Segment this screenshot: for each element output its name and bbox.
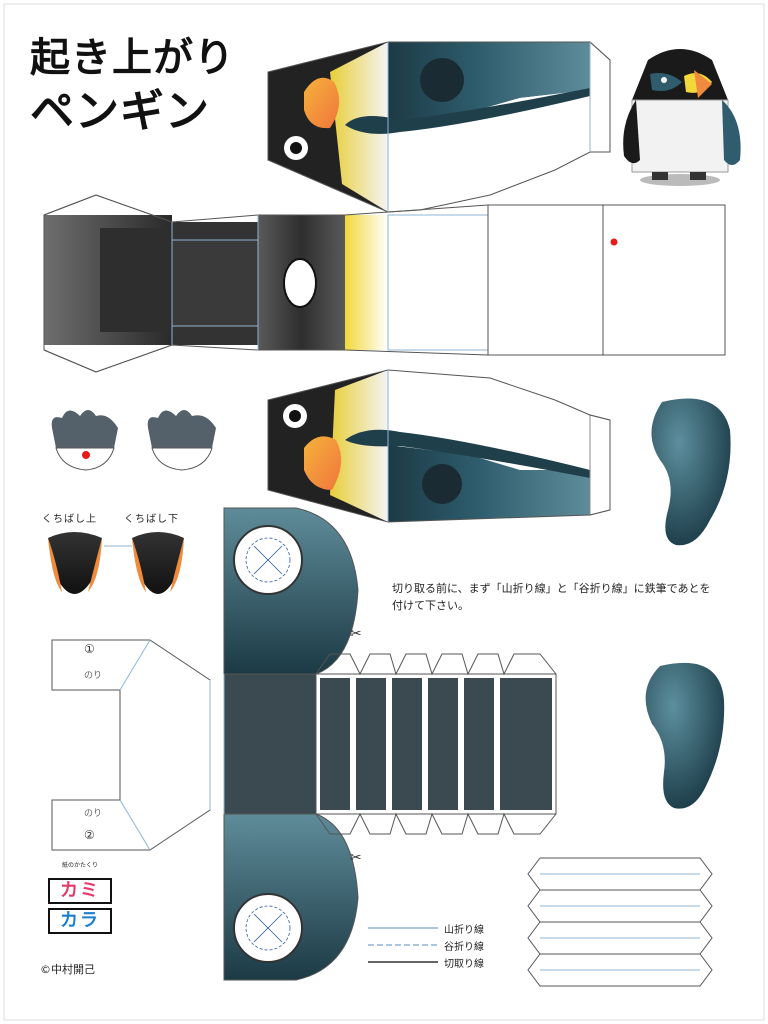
- red-dot-mark: [610, 238, 618, 246]
- title-line-2: ペンギン: [30, 86, 210, 137]
- eye-patch: [420, 58, 464, 102]
- title-line-1: 起き上がり: [30, 35, 235, 81]
- head-piece-top: [267, 40, 611, 213]
- foot-piece-left: [51, 410, 118, 471]
- legend-cut-line: 切取り線: [444, 959, 484, 970]
- glue-marker-top: のり: [84, 671, 103, 681]
- flipper-bottom: [645, 662, 725, 809]
- beak-lower-label: くちばし下: [124, 514, 179, 525]
- tab-number-1: ①: [84, 642, 95, 656]
- copyright-credit: ©中村開己: [40, 963, 95, 976]
- accordion-piece: [527, 857, 713, 987]
- base-piece: ✂ ✂: [51, 507, 557, 981]
- logo-caption: 紙のかたくり: [61, 862, 98, 869]
- penguin-preview: [623, 49, 741, 186]
- beak-upper-label: くちばし上: [42, 514, 97, 525]
- scissors-icon: ✂: [350, 850, 362, 866]
- kamikara-logo: 紙のかたくり カミ カラ: [42, 860, 118, 948]
- folding-segments: [320, 678, 552, 810]
- tab-number-2: ②: [84, 828, 95, 842]
- beak-lower-piece: [132, 532, 184, 594]
- instructions-text: 切り取る前に、まず「山折り線」と「谷折り線」に鉄筆であとを付けて下さい。: [392, 582, 711, 612]
- glue-marker-bottom: のり: [84, 809, 103, 819]
- head-piece-bottom: [267, 362, 611, 523]
- scissors-icon: ✂: [350, 626, 362, 642]
- white-eye-oval: [283, 258, 317, 308]
- page-border: [3, 3, 765, 1021]
- foot-piece-right: [147, 410, 216, 471]
- flipper-top: [651, 398, 731, 546]
- eye-patch: [422, 464, 462, 504]
- logo-top-text: カミ: [48, 878, 112, 904]
- legend-valley-fold: 谷折り線: [444, 942, 484, 953]
- beak-upper-piece: [48, 532, 102, 594]
- legend-mountain-fold: 山折り線: [444, 925, 484, 936]
- logo-bottom-text: カラ: [48, 908, 112, 934]
- body-strip-middle: [43, 194, 726, 373]
